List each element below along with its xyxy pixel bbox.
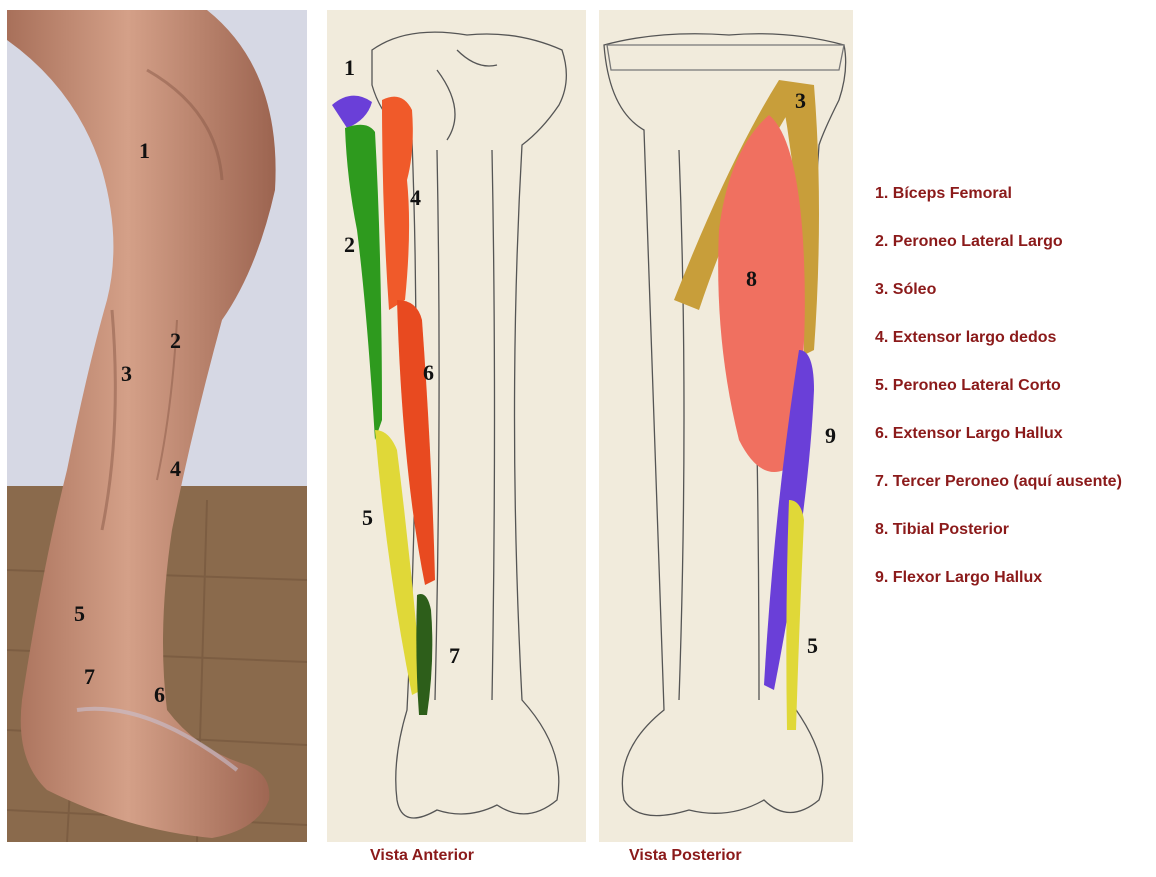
posterior-label-5: 5: [807, 635, 818, 657]
photo-label-5: 5: [74, 603, 85, 625]
posterior-bone-sketch: [599, 10, 853, 842]
posterior-view-caption: Vista Posterior: [629, 847, 742, 865]
legend-item-tercer-peroneo: 7. Tercer Peroneo (aquí ausente): [875, 471, 1148, 492]
photo-label-4: 4: [170, 458, 181, 480]
photo-label-2: 2: [170, 330, 181, 352]
anterior-label-7: 7: [449, 645, 460, 667]
anterior-bone-sketch: [327, 10, 586, 842]
posterior-label-8: 8: [746, 268, 757, 290]
legend-item-biceps-femoral: 1. Bíceps Femoral: [875, 183, 1148, 204]
anterior-view-caption: Vista Anterior: [370, 847, 474, 865]
photo-label-6: 6: [154, 684, 165, 706]
anterior-label-2: 2: [344, 234, 355, 256]
anterior-label-5: 5: [362, 507, 373, 529]
anterior-view-drawing: [327, 10, 586, 842]
legend-item-extensor-largo-dedos: 4. Extensor largo dedos: [875, 327, 1148, 348]
legend-item-flexor-largo-hallux: 9. Flexor Largo Hallux: [875, 567, 1148, 588]
legend-item-tibial-posterior: 8. Tibial Posterior: [875, 519, 1148, 540]
legend-item-peroneo-lateral-largo: 2. Peroneo Lateral Largo: [875, 231, 1148, 252]
legend-item-extensor-largo-hallux: 6. Extensor Largo Hallux: [875, 423, 1148, 444]
posterior-label-9: 9: [825, 425, 836, 447]
photo-label-3: 3: [121, 363, 132, 385]
anterior-label-4: 4: [410, 187, 421, 209]
leg-photo: [7, 10, 307, 842]
legend-item-peroneo-lateral-corto: 5. Peroneo Lateral Corto: [875, 375, 1148, 396]
posterior-label-3: 3: [795, 90, 806, 112]
leg-photo-image: [7, 10, 307, 842]
anterior-label-6: 6: [423, 362, 434, 384]
anterior-label-1: 1: [344, 57, 355, 79]
legend-item-soleo: 3. Sóleo: [875, 279, 1148, 300]
posterior-view-drawing: [599, 10, 853, 842]
muscle-legend: 1. Bíceps Femoral 2. Peroneo Lateral Lar…: [875, 183, 1148, 615]
photo-label-1: 1: [139, 140, 150, 162]
photo-label-7: 7: [84, 666, 95, 688]
